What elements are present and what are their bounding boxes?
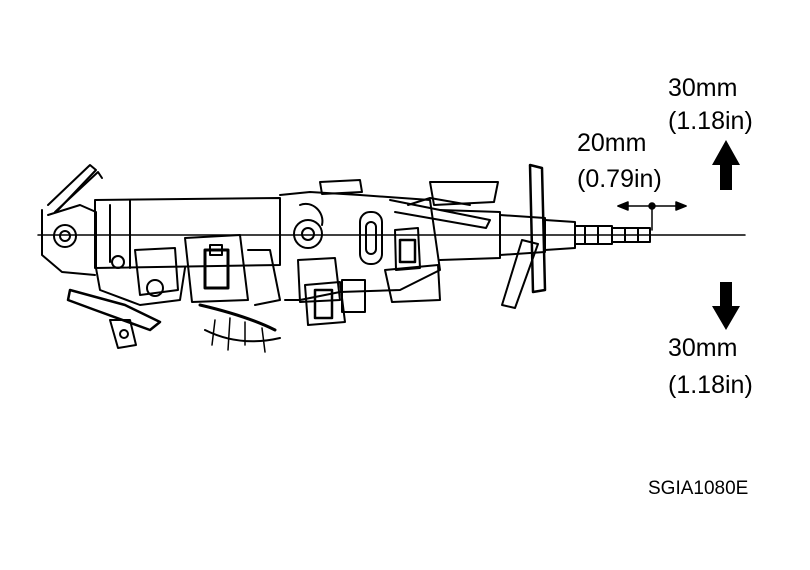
figure-code: SGIA1080E: [648, 478, 749, 499]
up-travel-in: (1.18in): [668, 107, 753, 135]
column-tube: [94, 197, 281, 269]
tilt-up-arrow: [712, 140, 740, 190]
upper-bracket: [384, 181, 499, 303]
tilt-down-arrow: [712, 282, 740, 330]
pivot-bolt-left: [53, 224, 77, 248]
lower-mechanism: [66, 234, 281, 353]
upper-shaft: [439, 209, 651, 261]
up-travel-mm: 30mm: [668, 74, 738, 102]
down-travel-in: (1.18in): [668, 371, 753, 399]
steering-plate: [501, 163, 547, 309]
mid-bracket: [279, 179, 441, 326]
axial-adjust-arrow: [617, 201, 687, 231]
axial-travel-in: (0.79in): [577, 165, 662, 193]
down-travel-mm: 30mm: [668, 334, 738, 362]
tilt-lever: [41, 164, 103, 276]
axial-travel-mm: 20mm: [577, 129, 647, 157]
